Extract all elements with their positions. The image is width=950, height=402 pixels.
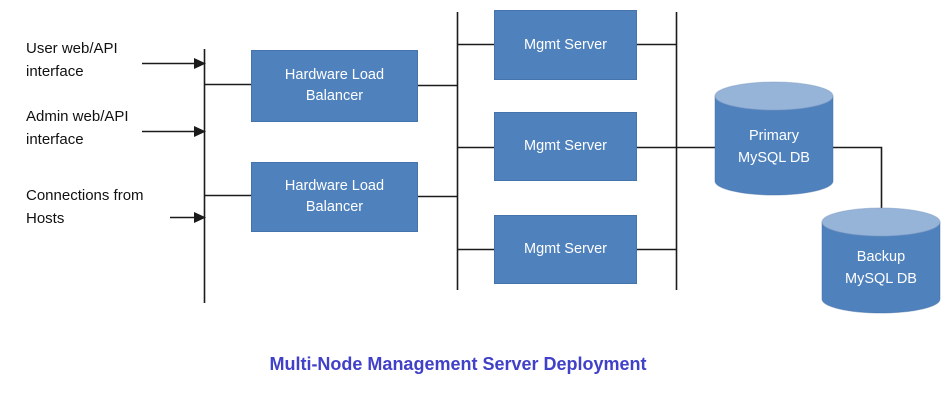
diagram-title: Multi-Node Management Server Deployment [269, 354, 647, 374]
mgmt-server-box-1: Mgmt Server [494, 10, 637, 80]
input-label-admin-web-api: Admin web/API interface [26, 108, 129, 148]
input-label-user-web-api: User web/API interface [26, 40, 118, 80]
admin-arrowhead-icon [194, 126, 206, 137]
user-arrowhead-icon [194, 58, 206, 69]
backup-db-cylinder [821, 207, 941, 314]
primary-db-body [714, 95, 834, 196]
load-balancer-box-2: Hardware Load Balancer [251, 162, 418, 232]
input-label-connections-hosts: Connections from Hosts [26, 187, 144, 227]
mgmt-server-box-2: Mgmt Server [494, 112, 637, 181]
backup-db-body [821, 221, 941, 314]
mgmt-server-box-3: Mgmt Server [494, 215, 637, 284]
connector-primary-backup [833, 146, 883, 212]
hosts-arrowhead-icon [194, 212, 206, 223]
primary-db-top [714, 81, 834, 111]
load-balancer-box-1: Hardware Load Balancer [251, 50, 418, 122]
backup-db-top [821, 207, 941, 237]
primary-db-cylinder [714, 81, 834, 196]
